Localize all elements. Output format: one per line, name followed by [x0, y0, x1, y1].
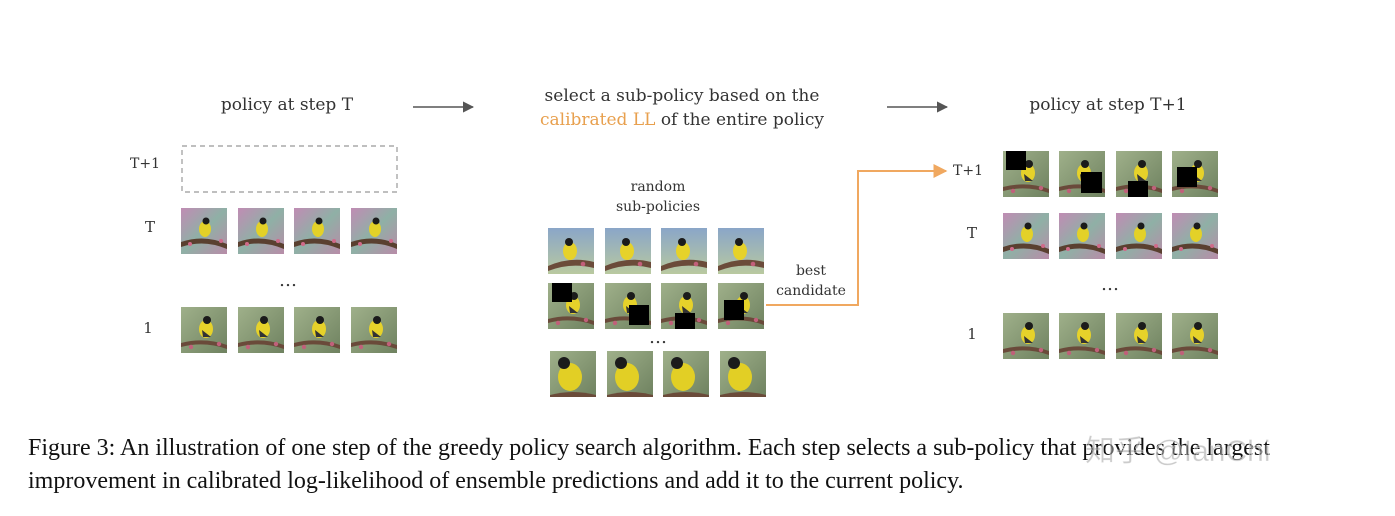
thumbnail	[1003, 213, 1049, 259]
middle-panel-title-line2-rest: of the entire policy	[655, 110, 824, 130]
thumbnail	[548, 228, 594, 274]
cutout-mask	[629, 305, 649, 325]
middle-panel-title-line2: calibrated LL of the entire policy	[540, 110, 824, 130]
middle-ellipsis: …	[649, 327, 667, 348]
cutout-mask	[1081, 172, 1102, 193]
thumbnail	[351, 307, 397, 353]
watermark: 知乎 @IanChi	[1085, 435, 1271, 469]
thumbnail	[181, 307, 227, 353]
thumbnail	[720, 351, 766, 397]
right-row-1-images	[1003, 313, 1218, 359]
left-row-label-t-plus-1: T+1	[130, 156, 160, 172]
right-row-label-t: T	[967, 224, 977, 242]
thumbnail	[294, 307, 340, 353]
thumbnail	[238, 208, 284, 254]
thumbnail	[1172, 313, 1218, 359]
right-row-t-images	[1003, 213, 1218, 259]
left-row-label-t: T	[145, 218, 155, 236]
cutout-mask	[1177, 167, 1197, 187]
right-panel-title: policy at step T+1	[1029, 95, 1186, 115]
left-panel-title: policy at step T	[221, 95, 354, 115]
thumbnail	[1172, 213, 1218, 259]
cutout-mask	[552, 283, 572, 302]
thumbnail	[605, 228, 651, 274]
calibrated-ll-highlight: calibrated LL	[540, 110, 655, 130]
random-subpolicy-row-1	[548, 228, 764, 274]
thumbnail	[663, 351, 709, 397]
cutout-mask	[1006, 151, 1026, 170]
thumbnail	[661, 228, 707, 274]
left-row-ellipsis: …	[279, 270, 297, 291]
cutout-mask	[724, 300, 744, 320]
thumbnail	[1116, 213, 1162, 259]
right-row-t-plus-1-images	[1003, 151, 1218, 197]
thumbnail	[238, 307, 284, 353]
random-subpolicy-row-3	[550, 351, 766, 397]
empty-policy-slot	[181, 145, 398, 193]
thumbnail	[294, 208, 340, 254]
thumbnail	[181, 208, 227, 254]
thumbnail	[718, 228, 764, 274]
cutout-mask	[675, 313, 695, 329]
best-candidate-arrow	[766, 164, 948, 306]
random-label-line1: random	[631, 179, 686, 195]
right-row-ellipsis: …	[1101, 274, 1119, 295]
left-row-label-1: 1	[143, 319, 153, 337]
left-row-1-images	[181, 307, 397, 353]
thumbnail	[1116, 313, 1162, 359]
cutout-mask	[1128, 181, 1148, 197]
thumbnail	[550, 351, 596, 397]
left-row-t-images	[181, 208, 397, 254]
right-row-label-t-plus-1: T+1	[953, 163, 983, 179]
thumbnail	[1059, 313, 1105, 359]
right-row-label-1: 1	[967, 325, 977, 343]
figure-caption: Figure 3: An illustration of one step of…	[28, 435, 1270, 494]
random-label-line2: sub-policies	[616, 199, 700, 215]
middle-panel-title-line1: select a sub-policy based on the	[545, 86, 820, 106]
thumbnail	[1003, 313, 1049, 359]
thumbnail	[607, 351, 653, 397]
thumbnail	[1059, 213, 1105, 259]
thumbnail	[351, 208, 397, 254]
random-subpolicy-row-2-best	[548, 283, 764, 329]
best-candidate-label-line1: best	[796, 263, 826, 279]
best-candidate-label-line2: candidate	[776, 283, 846, 299]
